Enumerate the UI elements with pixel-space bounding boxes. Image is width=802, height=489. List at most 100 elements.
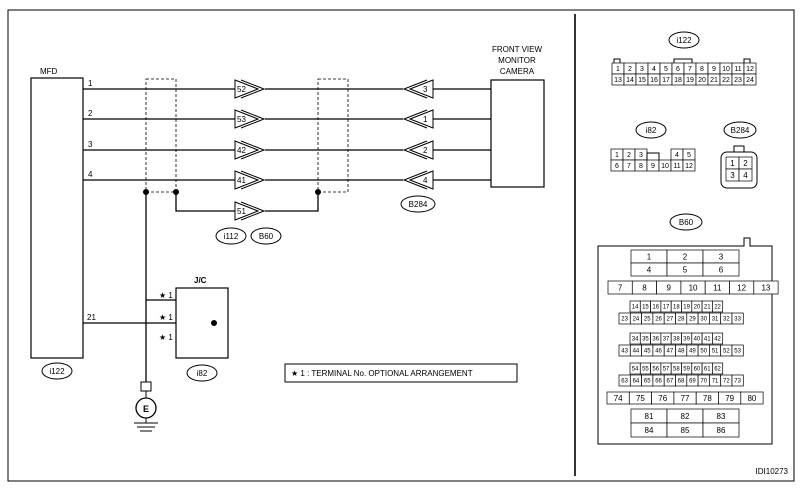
b60-pin-66: 66	[655, 379, 662, 385]
b60-pin-31: 31	[712, 317, 719, 323]
b60-pin-53: 53	[734, 349, 741, 355]
tag-b60-text: B60	[259, 232, 274, 241]
b60-pin-73-cell	[731, 374, 744, 387]
b60-pin-81: 81	[645, 412, 654, 421]
b60-pin-9: 9	[667, 283, 672, 292]
i82-pin-7: 7	[627, 163, 631, 170]
b60-pin-4: 4	[647, 265, 652, 274]
diagram-id: IDI10273	[756, 467, 789, 476]
b60-pin-8: 8	[642, 283, 647, 292]
b60-pin-29: 29	[689, 317, 696, 323]
b284-pin-4-cell	[738, 168, 753, 182]
b60-pin-7: 7	[618, 283, 623, 292]
i122-pin-10: 10	[722, 66, 730, 73]
b60-pin-6: 6	[719, 265, 724, 274]
b60-pin-39: 39	[683, 337, 690, 343]
i112-pin-53: 53	[237, 115, 246, 124]
b60-pin-65: 65	[644, 379, 651, 385]
ground-e-label: E	[143, 404, 149, 414]
i122-pin-13: 13	[614, 77, 622, 84]
b60-pin-52: 52	[723, 349, 730, 355]
b60-pin-63: 63	[621, 379, 628, 385]
b60-pin-62: 62	[714, 367, 721, 373]
b60-pin-26: 26	[655, 317, 662, 323]
b60-pin-27: 27	[667, 317, 674, 323]
tag-i122-text: i122	[49, 367, 65, 376]
b60-pin-36: 36	[652, 337, 659, 343]
b60-pin-22: 22	[714, 305, 721, 311]
b60-pin-50: 50	[700, 349, 707, 355]
b60-pin-78: 78	[703, 394, 712, 403]
b60-pin-13-cell	[753, 280, 779, 295]
b60-pin-42-cell	[712, 332, 724, 345]
b60-pin-18: 18	[673, 305, 680, 311]
i122-pin-22: 22	[722, 77, 730, 84]
b60-pin-37: 37	[663, 337, 670, 343]
camera-unit	[490, 79, 545, 188]
b60-pin-75: 75	[636, 394, 645, 403]
tag-b284: B284	[400, 195, 436, 213]
b60-pin-34: 34	[632, 337, 639, 343]
jc-junction	[211, 320, 217, 326]
b60-title: B60	[679, 218, 694, 227]
i122-pin-20: 20	[698, 77, 706, 84]
b60-pin-58: 58	[673, 367, 680, 373]
tag-i112-text: i112	[224, 232, 239, 241]
b60-pin-86: 86	[717, 426, 726, 435]
i122-pin-16: 16	[650, 77, 658, 84]
b60-pin-6-cell	[702, 262, 740, 277]
i82-pin-3: 3	[639, 152, 643, 159]
b60-pin-64: 64	[633, 379, 640, 385]
b60-pin-40: 40	[694, 337, 701, 343]
b60-pin-16: 16	[652, 305, 659, 311]
b60-pin-82: 82	[681, 412, 690, 421]
i122-pin-12: 12	[746, 66, 754, 73]
b60-pin-5: 5	[683, 265, 688, 274]
b60-pin-77: 77	[681, 394, 690, 403]
b60-pin-80-cell	[740, 391, 764, 405]
b60-pin-23: 23	[621, 317, 628, 323]
i82-pin-2: 2	[627, 152, 631, 159]
camera-label-line-1: FRONT VIEW	[492, 45, 543, 54]
i82-pin-10: 10	[661, 163, 669, 170]
b60-pin-45: 45	[644, 349, 651, 355]
b60-pin-43: 43	[621, 349, 628, 355]
b284-pin-4: 4	[423, 176, 428, 185]
b60-pin-10: 10	[689, 283, 698, 292]
b60-pin-57: 57	[663, 367, 670, 373]
b60-housing	[597, 237, 773, 445]
mfd-pin-1: 1	[88, 79, 93, 88]
i122-pin-21: 21	[710, 77, 718, 84]
i122-pin-24: 24	[746, 77, 754, 84]
mfd-pin-4: 4	[88, 170, 93, 179]
i122-pin-3: 3	[640, 66, 644, 73]
camera-label-line-2: MONITOR	[498, 56, 536, 65]
i122-title: i122	[676, 36, 692, 45]
i82-pin-6: 6	[615, 163, 619, 170]
b60-pin-49: 49	[689, 349, 696, 355]
b60-pin-44: 44	[633, 349, 640, 355]
tag-i82: i82	[186, 364, 218, 382]
b60-pin-17: 17	[663, 305, 670, 311]
b60-pin-32: 32	[723, 317, 730, 323]
b284-pin-3: 3	[423, 85, 428, 94]
i122-pin-19: 19	[686, 77, 694, 84]
b60-pin-25: 25	[644, 317, 651, 323]
i112-pin-42: 42	[237, 146, 246, 155]
b60-pin-68: 68	[678, 379, 685, 385]
jc-mark-3: ★ 1	[159, 333, 173, 342]
b284-pin-2: 2	[743, 159, 748, 168]
mfd-pin-2: 2	[88, 109, 93, 118]
i82-pin-4: 4	[675, 152, 679, 159]
b60-pin-83: 83	[717, 412, 726, 421]
b60-pin-12: 12	[737, 283, 746, 292]
i122-pin-11: 11	[734, 66, 741, 73]
b60-pin-55: 55	[642, 367, 649, 373]
b60-pin-13: 13	[761, 283, 770, 292]
note-text: ★ 1 : TERMINAL No. OPTIONAL ARRANGEMENT	[291, 369, 473, 378]
b60-pin-48: 48	[678, 349, 685, 355]
b60-pin-59: 59	[683, 367, 690, 373]
b60-pin-2: 2	[683, 252, 688, 261]
